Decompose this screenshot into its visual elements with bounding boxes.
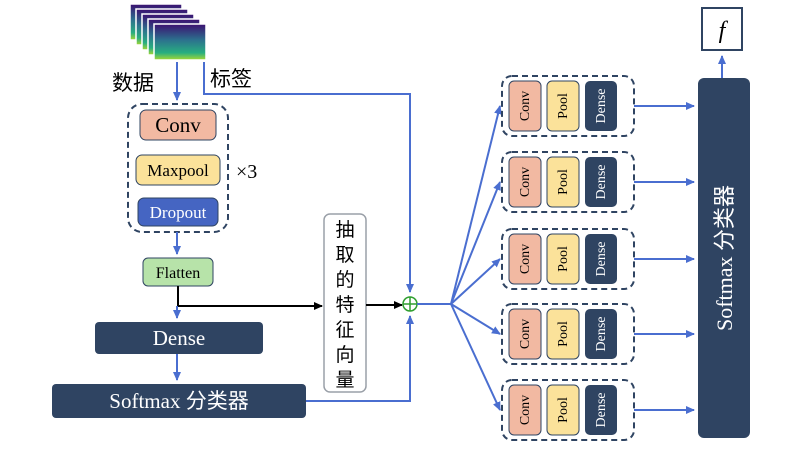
conv-label: Conv — [155, 113, 201, 137]
softmax-left-box — [52, 384, 306, 418]
fanout-arrow-3 — [450, 258, 501, 305]
maxpool-label: Maxpool — [147, 161, 209, 180]
softmax-left-label: Softmax 分类器 — [109, 389, 248, 413]
flatten-label: Flatten — [156, 265, 200, 282]
repeat-label: ×3 — [236, 161, 257, 183]
feature-vector-char: 的 — [335, 269, 354, 291]
dropout-label: Dropout — [150, 203, 207, 222]
fanout-arrow-1 — [450, 105, 502, 305]
conv-box — [139, 109, 217, 141]
branch-block: Conv Pool Dense — [501, 303, 635, 365]
feature-vector-char: 征 — [335, 319, 354, 341]
branch-block: Conv Pool Dense — [501, 379, 635, 441]
feature-vector-char: 取 — [335, 244, 354, 266]
feature-vector-char: 抽 — [335, 219, 354, 241]
branch-dense-label: Dense — [594, 317, 609, 352]
dense-label: Dense — [153, 326, 205, 350]
branch-pool-label: Pool — [556, 246, 571, 272]
feature-vector-char: 向 — [335, 344, 354, 366]
dense-box — [95, 322, 263, 354]
branch-conv-label: Conv — [518, 244, 533, 274]
output-box — [701, 7, 743, 51]
branch-conv-label: Conv — [518, 167, 533, 197]
softmax-right-box — [698, 78, 750, 438]
fanout-arrow-5 — [450, 303, 501, 411]
branch-block: Conv Pool Dense — [501, 228, 635, 290]
branch-dense-label: Dense — [594, 393, 609, 428]
branch-pool-label: Pool — [556, 397, 571, 423]
branch-conv-label: Conv — [518, 319, 533, 349]
branch-pool-label: Pool — [556, 93, 571, 119]
branch-dense-label: Dense — [594, 242, 609, 277]
fanout-arrow-4 — [450, 303, 501, 335]
branch-pool-label: Pool — [556, 169, 571, 195]
branch-dense-label: Dense — [594, 165, 609, 200]
label-line — [203, 62, 414, 293]
branch-dense-label: Dense — [594, 89, 609, 124]
softmax-right-label: Softmax 分类器 — [712, 185, 737, 331]
branch-conv-label: Conv — [518, 395, 533, 425]
softmax-to-sum-line — [306, 315, 414, 402]
sum-node-icon — [402, 296, 418, 312]
output-label: f — [719, 18, 729, 44]
label-label: 标签 — [210, 67, 252, 91]
branch-conv-label: Conv — [518, 91, 533, 121]
maxpool-box — [135, 154, 221, 186]
feature-vector-char: 量 — [335, 369, 354, 391]
branch-block: Conv Pool Dense — [501, 75, 635, 137]
branch-block: Conv Pool Dense — [501, 151, 635, 213]
feature-vector-box — [323, 213, 367, 393]
dropout-box — [137, 197, 219, 227]
branch-pool-label: Pool — [556, 321, 571, 347]
feature-vector-char: 特 — [335, 294, 354, 316]
data-label: 数据 — [112, 71, 154, 95]
fanout-arrow-2 — [450, 181, 501, 305]
spectrogram-stack-icon — [129, 3, 207, 61]
